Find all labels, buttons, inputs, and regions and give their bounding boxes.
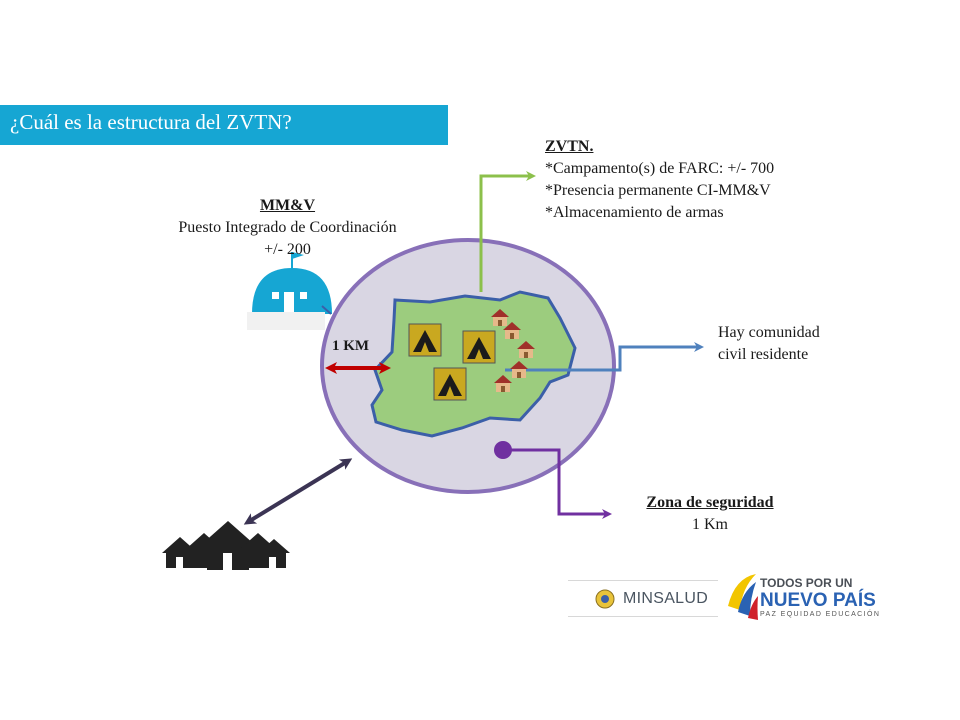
tent-icon (433, 367, 467, 401)
arrow-zvtn (479, 171, 536, 292)
zvtn-line: *Presencia permanente CI-MM&V (545, 182, 771, 199)
house-icon (494, 375, 512, 392)
title-bar (0, 105, 448, 145)
tent-icon (462, 330, 496, 364)
flag-swoosh-icon (728, 574, 758, 620)
mmv-line: +/- 200 (264, 241, 311, 258)
zvtn-line: *Campamento(s) de FARC: +/- 700 (545, 160, 775, 177)
logo-divider (568, 580, 718, 581)
zona-value: 1 Km (692, 516, 728, 533)
house-icon (491, 309, 509, 326)
mmv-line: Puesto Integrado de Coordinación (178, 219, 397, 236)
comunidad-line: Hay comunidad (718, 324, 820, 341)
logo-divider (568, 616, 718, 617)
km-label: 1 KM (332, 338, 370, 354)
mmv-info: MM&V Puesto Integrado de Coordinación +/… (140, 195, 435, 261)
shelter-icon (247, 252, 332, 330)
town-icon (162, 521, 290, 570)
comunidad-info: Hay comunidad civil residente (718, 322, 820, 366)
tpu-logo-line3: PAZ EQUIDAD EDUCACIÓN (760, 611, 881, 618)
slide-title: ¿Cuál es la estructura del ZVTN? (10, 110, 292, 134)
house-icon (510, 361, 528, 378)
comunidad-line: civil residente (718, 346, 809, 363)
tent-icon (408, 323, 442, 357)
tpu-logo-line1: TODOS POR UN (760, 576, 853, 590)
zvtn-line: *Almacenamiento de armas (545, 204, 724, 221)
zvtn-info: ZVTN. *Campamento(s) de FARC: +/- 700 *P… (545, 136, 774, 224)
arrow-zona (503, 448, 612, 519)
arrow-town (243, 458, 353, 525)
zona-info: Zona de seguridad 1 Km (620, 492, 800, 536)
zona-heading: Zona de seguridad (646, 494, 774, 511)
zvtn-heading: ZVTN. (545, 138, 594, 155)
minsalud-logo: MINSALUD (623, 590, 709, 607)
mmv-heading: MM&V (259, 197, 316, 214)
house-icon (517, 341, 535, 358)
colombia-seal-icon (595, 589, 615, 609)
tpu-logo-line2: NUEVO PAÍS (760, 590, 876, 611)
arrow-comunidad (505, 342, 704, 372)
house-icon (503, 322, 521, 339)
